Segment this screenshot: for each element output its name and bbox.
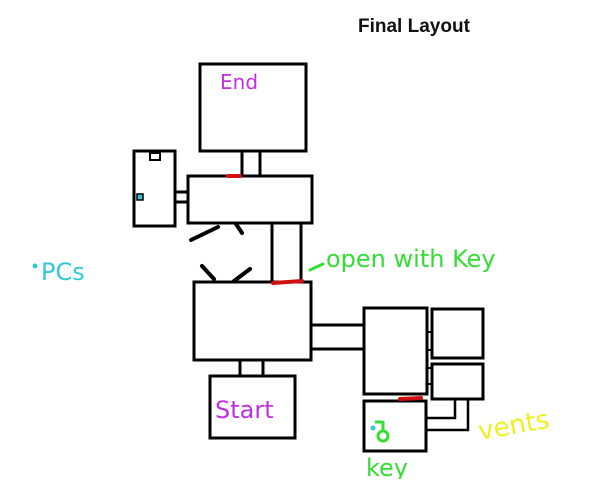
pcs-bullet bbox=[32, 263, 38, 269]
end-label: End bbox=[220, 70, 258, 94]
start-connector bbox=[238, 358, 265, 378]
scribble-4 bbox=[232, 267, 252, 283]
east-corridor bbox=[309, 323, 366, 351]
key-room bbox=[362, 399, 428, 453]
pc-room-connector bbox=[173, 190, 190, 204]
pc-terminal-icon bbox=[136, 193, 144, 201]
upper-room bbox=[186, 174, 314, 225]
vent-line-1 bbox=[426, 399, 457, 420]
open-with-key-dash bbox=[308, 262, 325, 272]
vertical-corridor bbox=[270, 221, 303, 284]
pcs-label: PCs bbox=[41, 258, 85, 286]
start-room bbox=[208, 374, 297, 440]
open-with-key-label: open with Key bbox=[326, 245, 496, 273]
scribble-3 bbox=[200, 264, 216, 281]
main-room bbox=[192, 280, 313, 362]
locked-door bbox=[271, 279, 304, 285]
scribble-2 bbox=[234, 222, 244, 235]
start-label: Start bbox=[215, 396, 274, 424]
upper-right-room bbox=[430, 307, 485, 360]
pc-room bbox=[132, 149, 177, 228]
lower-right-room bbox=[430, 362, 485, 401]
key-room-door bbox=[398, 396, 423, 401]
key-icon bbox=[370, 420, 390, 443]
vent-line-2 bbox=[426, 399, 470, 432]
end-connector bbox=[240, 149, 262, 178]
lower-right-connector bbox=[426, 367, 433, 385]
scribble-1 bbox=[189, 225, 220, 242]
diagram-title: Final Layout bbox=[358, 16, 470, 37]
pc-top-icon bbox=[149, 152, 161, 161]
upper-right-connector bbox=[426, 331, 433, 351]
vents-label: vents bbox=[476, 405, 552, 447]
key-label: key bbox=[366, 454, 408, 479]
east-room bbox=[362, 306, 429, 396]
